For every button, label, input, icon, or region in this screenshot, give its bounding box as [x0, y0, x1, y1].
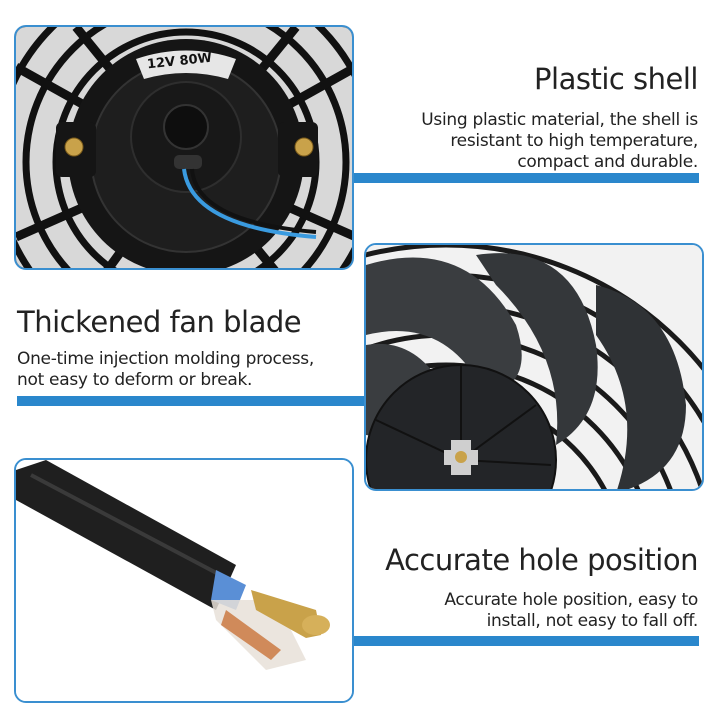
connector-image-panel [14, 458, 354, 703]
feature-description-plastic-shell: Using plastic material, the shell is res… [421, 110, 698, 172]
fan-motor-illustration [16, 27, 352, 268]
fan-blade-illustration [366, 245, 702, 489]
accent-bar-3 [354, 636, 699, 646]
feature-description-thickened-fan-blade: One-time injection molding process, not … [17, 349, 314, 390]
accent-bar-1 [354, 173, 699, 183]
cable-connector-illustration [16, 460, 352, 701]
accent-bar-2 [17, 396, 364, 406]
feature-title-accurate-hole-position: Accurate hole position [385, 543, 698, 577]
feature-description-accurate-hole-position: Accurate hole position, easy to install,… [444, 590, 698, 631]
feature-title-thickened-fan-blade: Thickened fan blade [17, 305, 302, 339]
feature-title-plastic-shell: Plastic shell [534, 62, 698, 96]
motor-image-panel: 12V 80W [14, 25, 354, 270]
fan-blade-image-panel [364, 243, 704, 491]
